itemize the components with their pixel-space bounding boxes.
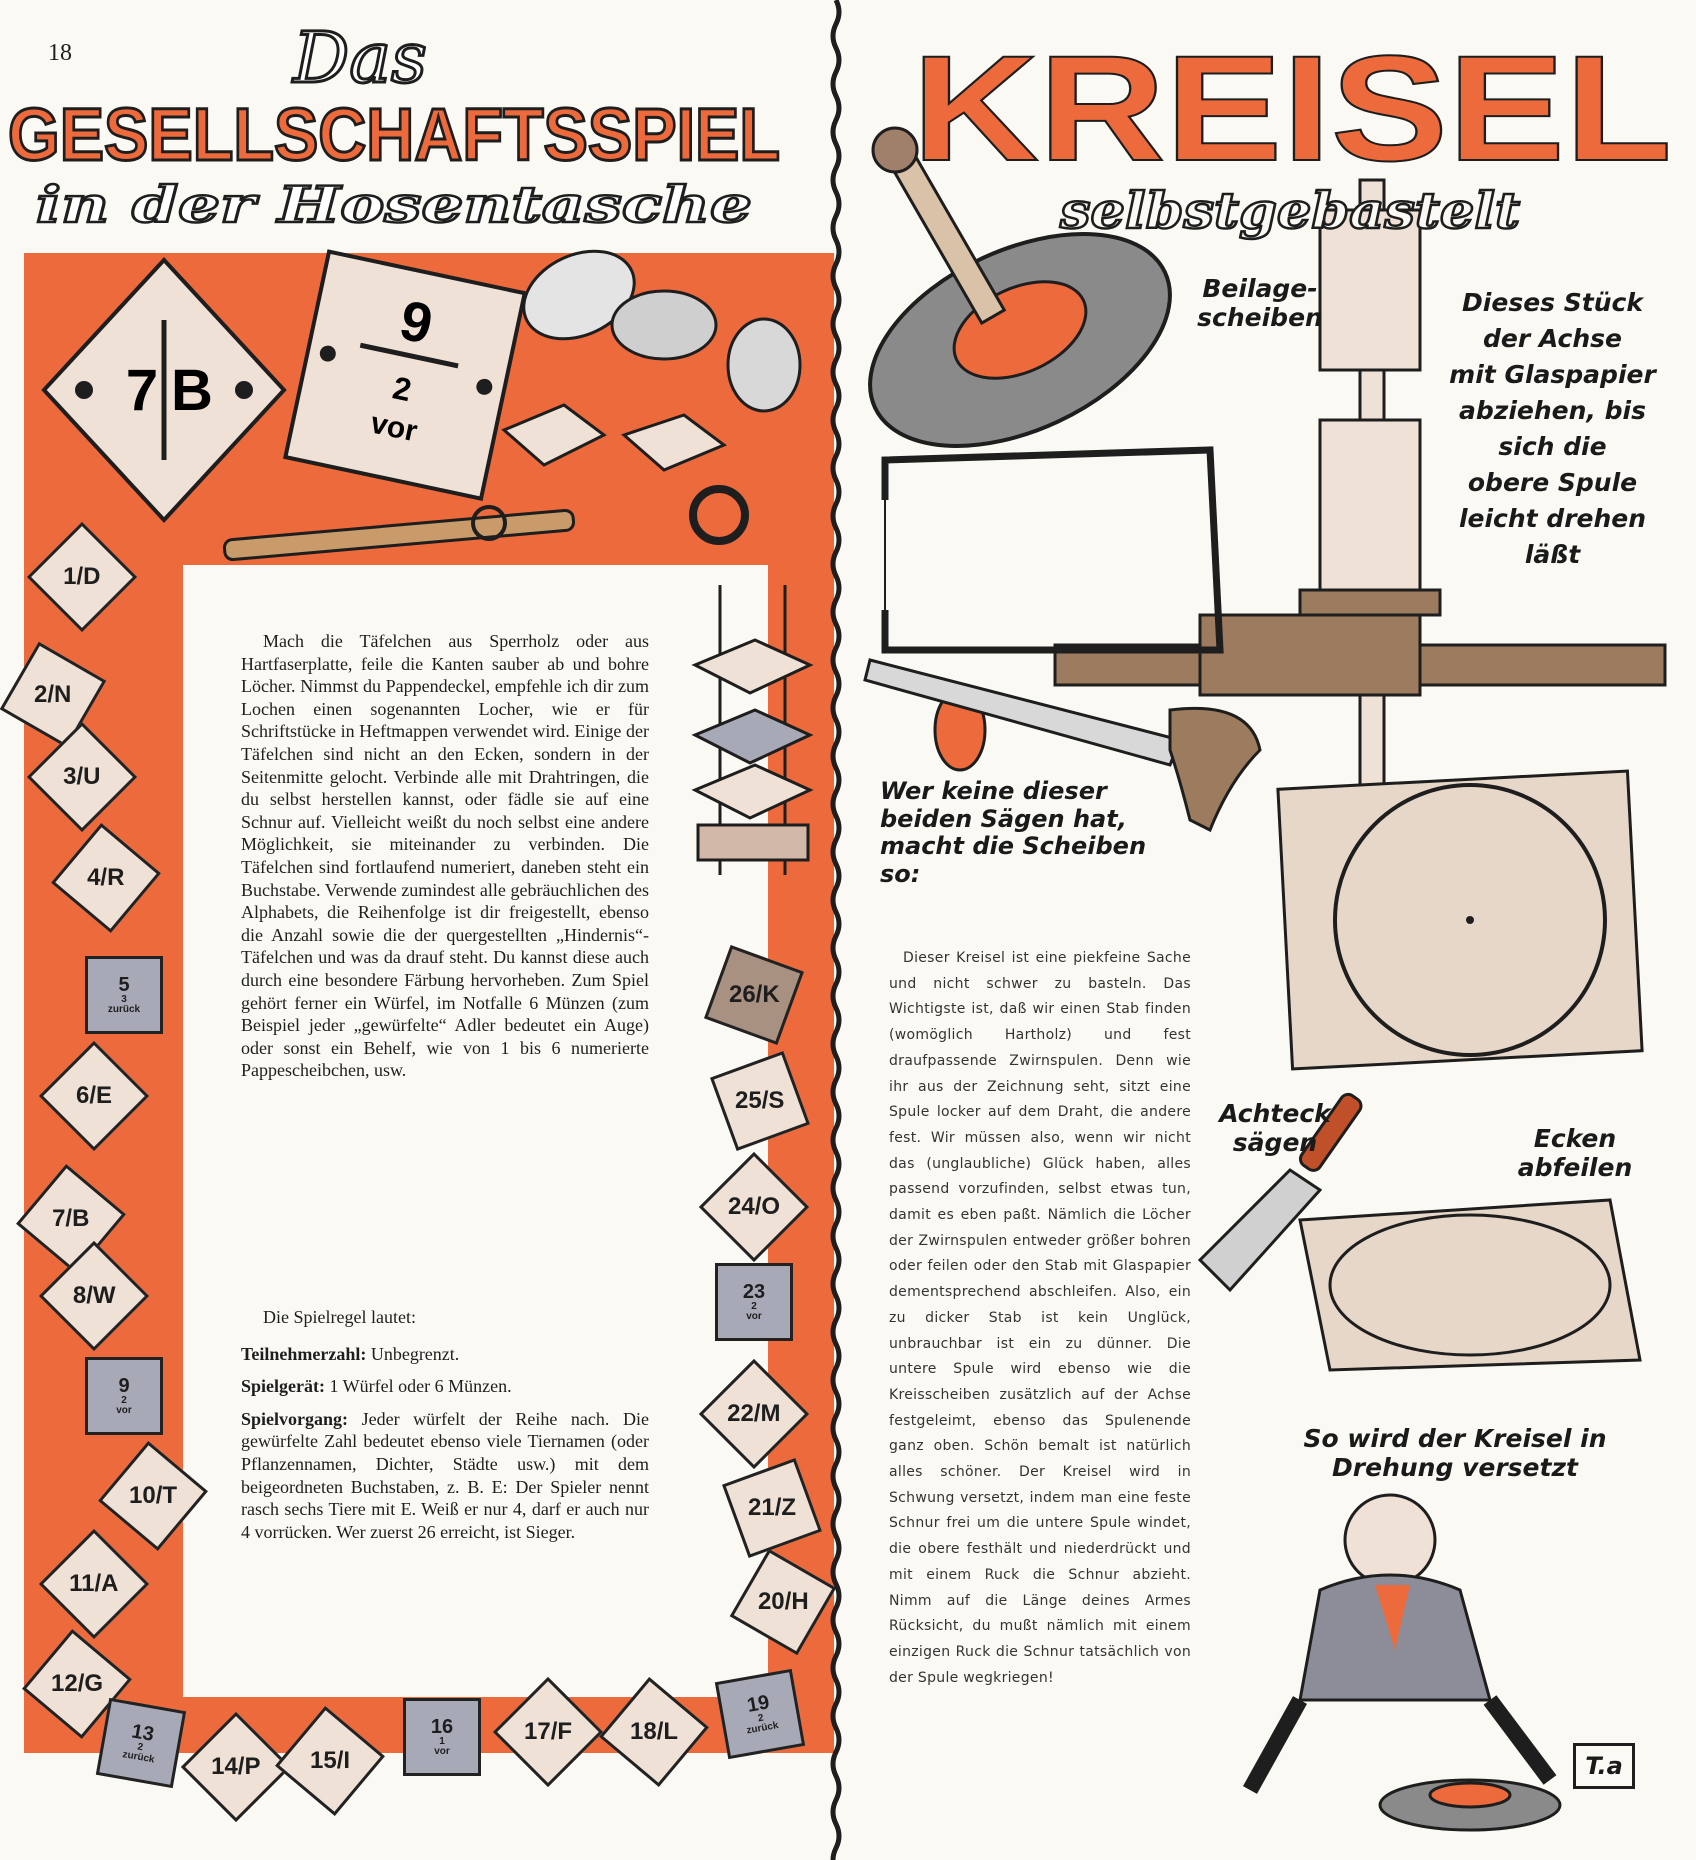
coins-illustration — [522, 249, 802, 413]
rule-text: Jeder würfelt der Reihe nach. Die gewürf… — [241, 1408, 649, 1542]
axle-with-spools-illustration — [1298, 178, 1442, 902]
body-paragraph: Mach die Täfelchen aus Sperrholz oder au… — [241, 631, 649, 1081]
tile-label: 8/W — [72, 1282, 116, 1310]
left-title: Das GESELLSCHAFTSSPIEL in der Hosentasch… — [7, 16, 782, 236]
tile-label: 6/E — [75, 1082, 113, 1109]
label-washers: Beilage- scheiben — [1197, 274, 1323, 332]
tile-label: 7/B — [52, 1204, 90, 1232]
tile-word: zurück — [745, 1720, 780, 1737]
tile-label: 24/O — [727, 1193, 781, 1220]
rule-term: Spielvorgang: — [241, 1408, 349, 1429]
tile-label: 25/S — [735, 1087, 785, 1114]
tile-sub: 2 — [751, 1301, 757, 1312]
tile-sub: 2 — [121, 1395, 127, 1406]
tile-number: 16 — [430, 1716, 454, 1738]
tile-label: 15/I — [309, 1747, 351, 1774]
rule-text: Unbegrenzt. — [366, 1343, 460, 1364]
rule-procedure: Spielvorgang: Jeder würfelt der Reihe na… — [241, 1408, 649, 1544]
rule-participants: Teilnehmerzahl: Unbegrenzt. — [241, 1343, 649, 1366]
page-divider-wavy-line — [830, 0, 842, 1860]
title-script-selbstgebastelt: selbstgebastelt — [1059, 181, 1520, 240]
game-rules: Die Spielregel lautet: Teilnehmerzahl: U… — [241, 1306, 649, 1553]
tile-word: vor — [746, 1311, 762, 1322]
tile-stack-illustration — [691, 585, 814, 875]
small-tiles-ringed — [501, 403, 749, 545]
label-file-corners: Ecken abfeilen — [1517, 1124, 1633, 1182]
file-and-board-illustration — [1197, 1092, 1642, 1372]
title-script-hosentasche: in der Hosentasche — [36, 175, 752, 234]
boy-spinning-top-illustration — [1243, 1493, 1562, 1832]
rule-term: Spielgerät: — [241, 1376, 325, 1397]
disc-template-illustration — [1276, 769, 1644, 1071]
big-tile-number: 7 — [126, 358, 158, 423]
rules-intro: Die Spielregel lautet: — [263, 1307, 416, 1327]
rule-equipment: Spielgerät: 1 Würfel oder 6 Münzen. — [241, 1375, 649, 1398]
page-number: 18 — [48, 40, 72, 66]
tile-label: 14/P — [211, 1753, 261, 1780]
title-script-das: Das — [291, 17, 427, 99]
tile-label: 22/M — [727, 1399, 781, 1427]
tile-label: 12/G — [50, 1670, 104, 1697]
wooden-board-illustration — [1053, 613, 1667, 697]
tile-label: 18/L — [629, 1718, 679, 1745]
tile-word: zurück — [121, 1749, 156, 1766]
artist-signature: T.a — [1573, 1743, 1635, 1789]
right-illustrations — [863, 126, 1667, 1832]
top-illustrations: 7 B 9 2 vor — [41, 249, 802, 562]
big-tile-letter: B — [171, 358, 213, 423]
spinning-top-illustration — [868, 126, 1172, 448]
tile-label: 3/U — [63, 763, 101, 791]
tile-label: 4/R — [87, 863, 125, 891]
title-main-gesellschaftsspiel: GESELLSCHAFTSSPIEL — [8, 93, 780, 176]
label-spin: So wird der Kreisel in Drehung versetzt — [1303, 1424, 1607, 1482]
left-article-body: Mach die Täfelchen aus Sperrholz oder au… — [241, 630, 649, 1082]
tile-word: vor — [116, 1405, 132, 1416]
right-title: KREISEL selbstgebastelt — [911, 23, 1673, 241]
title-main-kreisel: KREISEL — [912, 24, 1672, 192]
tile-sub: 3 — [121, 994, 127, 1005]
tile-label: 17/F — [523, 1718, 573, 1745]
tile-word: zurück — [107, 1004, 141, 1015]
tile-label: 20/H — [757, 1587, 809, 1615]
big-tile-7b: 7 B — [41, 257, 287, 523]
label-no-saw: Wer keine dieser beiden Sägen hat, macht… — [880, 777, 1147, 888]
big-tile-9-vor: 9 2 vor — [283, 249, 528, 501]
text-panel — [183, 565, 768, 1697]
wire-stick-illustration — [222, 505, 576, 562]
label-octagon: Achteck sägen — [1219, 1099, 1331, 1157]
body-paragraph: Dieser Kreisel ist eine piekfeine Sache … — [889, 950, 1191, 1686]
right-article-body: Dieser Kreisel ist eine piekfeine Sache … — [889, 946, 1191, 1691]
tile-number: 23 — [742, 1281, 766, 1303]
tile-label: 21/Z — [747, 1494, 797, 1521]
rule-text: 1 Würfel oder 6 Münzen. — [324, 1376, 512, 1397]
tile-number: 9 — [118, 1375, 130, 1397]
tile-number: 5 — [118, 974, 130, 996]
tile-word: vor — [434, 1746, 450, 1757]
label-sand-axis: Dieses Stück der Achse mit Glaspapier ab… — [1449, 288, 1656, 569]
tile-label: 1/D — [63, 563, 101, 591]
tile-label: 2/N — [34, 680, 72, 708]
tile-label: 10/T — [128, 1482, 178, 1509]
rule-term: Teilnehmerzahl: — [241, 1343, 367, 1364]
tile-label: 11/A — [69, 1570, 119, 1597]
handsaw-illustration — [863, 658, 1262, 833]
tile-sub: 1 — [439, 1736, 445, 1747]
tile-label: 26/K — [728, 980, 780, 1008]
